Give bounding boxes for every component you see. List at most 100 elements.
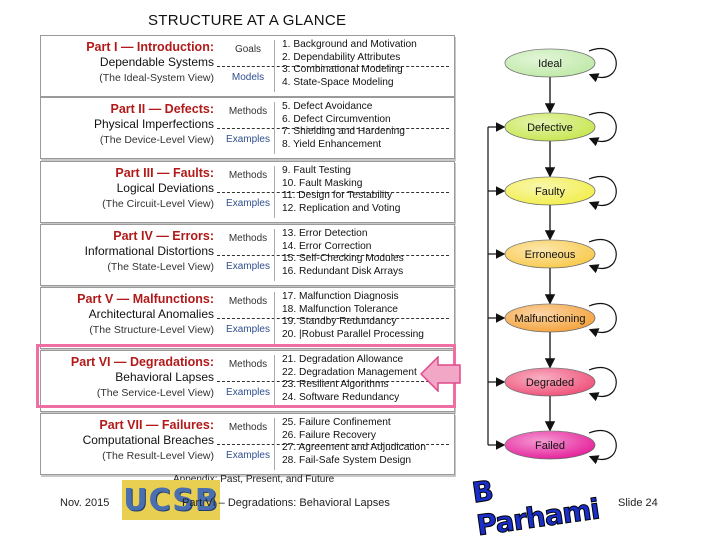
self-loop xyxy=(588,367,617,402)
part-subtitle: Computational Breaches xyxy=(82,433,214,447)
part-view: (The Result-Level View) xyxy=(102,450,214,462)
part-box: Part VI — Degradations:Behavioral Lapses… xyxy=(40,350,455,412)
part-view: (The Device-Level View) xyxy=(99,134,214,146)
appendix-note: Appendix: Past, Present, and Future xyxy=(173,474,335,485)
footer-slide-title: Part VI – Degradations: Behavioral Lapse… xyxy=(182,497,390,509)
part-view: (The Structure-Level View) xyxy=(89,324,214,336)
part-name: Part II — Defects: xyxy=(110,102,214,116)
chapter-item: 25. Failure Confinement xyxy=(282,417,391,428)
column-divider xyxy=(274,229,275,281)
ucsb-logo: UCSB xyxy=(122,480,220,520)
part-subtitle: Logical Deviations xyxy=(116,181,214,195)
state-node-shade xyxy=(505,304,595,332)
chapter-item: 1. Background and Motivation xyxy=(282,39,417,50)
part-name: Part VII — Failures: xyxy=(99,418,214,432)
part-view: (The State-Level View) xyxy=(107,261,214,273)
state-label: Malfunctioning xyxy=(515,313,586,325)
pointer-arrow-icon xyxy=(420,356,461,392)
state-label: Erroneous xyxy=(525,249,576,261)
label-bottom: Examples xyxy=(226,450,270,461)
self-loop xyxy=(588,430,617,465)
state-label: Faulty xyxy=(535,186,565,198)
part-subtitle: Dependable Systems xyxy=(99,55,214,69)
state-node-shade xyxy=(505,431,595,459)
state-node-shade xyxy=(505,113,595,141)
chapter-item: 21. Degradation Allowance xyxy=(282,354,404,365)
label-top: Goals xyxy=(234,44,262,55)
chapter-item: 27. Agreement and Adjudication xyxy=(282,442,426,454)
part-view: (The Ideal-System View) xyxy=(99,72,214,84)
chapter-item: 9. Fault Testing xyxy=(282,165,351,176)
chapter-item: 24. Software Redundancy xyxy=(282,391,400,403)
slide-number: Slide 24 xyxy=(618,497,658,509)
divider xyxy=(217,66,449,67)
label-top: Methods xyxy=(228,422,268,433)
chapter-item: 8. Yield Enhancement xyxy=(282,138,382,150)
divider xyxy=(217,318,449,319)
label-bottom: Models xyxy=(231,72,265,83)
self-loop xyxy=(588,303,617,338)
chapter-item: 3. Combinational Modeling xyxy=(282,64,403,76)
divider xyxy=(217,381,449,382)
state-label: Ideal xyxy=(538,58,562,70)
label-bottom: Examples xyxy=(226,134,270,145)
divider xyxy=(217,192,449,193)
part-box: Part III — Faults:Logical Deviations (The… xyxy=(40,161,455,223)
state-label: Failed xyxy=(535,440,565,452)
chapter-item: 23. Resilient Algorithms xyxy=(282,379,389,391)
chapter-item: 12. Replication and Voting xyxy=(282,202,401,214)
part-name: Part I — Introduction: xyxy=(86,40,214,54)
part-box: Part VII — Failures:Computational Breach… xyxy=(40,413,455,475)
self-loop xyxy=(588,112,617,147)
divider xyxy=(217,128,449,129)
self-loop xyxy=(588,48,617,83)
label-top: Methods xyxy=(228,296,268,307)
chapter-item: 20. |Robust Parallel Processing xyxy=(282,328,424,340)
self-loop xyxy=(588,239,617,274)
label-top: Methods xyxy=(228,359,268,370)
part-name: Part VI — Degradations: xyxy=(70,355,214,369)
divider xyxy=(217,444,449,445)
chapter-item: 18. Malfunction Tolerance xyxy=(282,303,398,315)
part-name: Part IV — Errors: xyxy=(113,229,214,243)
part-name: Part V — Malfunctions: xyxy=(77,292,214,306)
author-logo: B Parhami xyxy=(469,474,602,542)
part-subtitle: Architectural Anomalies xyxy=(88,307,214,321)
chapter-item: 14. Error Correction xyxy=(282,240,372,252)
part-box: Part I — Introduction:Dependable Systems… xyxy=(40,35,455,97)
chapter-item: 26. Failure Recovery xyxy=(282,429,376,441)
chapter-item: 16. Redundant Disk Arrays xyxy=(282,265,404,277)
column-divider xyxy=(274,292,275,344)
footer-date: Nov. 2015 xyxy=(60,497,110,509)
chapter-item: 2. Dependability Attributes xyxy=(282,51,401,63)
state-node-shade xyxy=(505,368,595,396)
state-diagram: IdealDefectiveFaultyErroneousMalfunction… xyxy=(487,48,617,465)
label-top: Methods xyxy=(228,170,268,181)
part-view: (The Circuit-Level View) xyxy=(102,198,214,210)
label-bottom: Examples xyxy=(226,324,270,335)
column-divider xyxy=(274,40,275,92)
chapter-item: 11. Design for Testability xyxy=(282,190,393,202)
part-box: Part IV — Errors:Informational Distortio… xyxy=(40,224,455,286)
label-top: Methods xyxy=(228,233,268,244)
chapter-item: 19. Standby Redundancy xyxy=(282,316,397,328)
column-divider xyxy=(274,418,275,470)
column-divider xyxy=(274,355,275,407)
chapter-item: 22. Degradation Management xyxy=(282,366,417,378)
state-node-shade xyxy=(505,49,595,77)
part-view: (The Service-Level View) xyxy=(96,387,214,399)
page-title: STRUCTURE AT A GLANCE xyxy=(148,12,347,29)
current-part-highlight xyxy=(36,344,456,408)
label-bottom: Examples xyxy=(226,387,270,398)
part-name: Part III — Faults: xyxy=(115,166,214,180)
state-node-shade xyxy=(505,240,595,268)
chapter-item: 13. Error Detection xyxy=(282,228,368,239)
column-divider xyxy=(274,102,275,154)
chapter-item: 15. Self-Checking Modules xyxy=(282,253,404,265)
